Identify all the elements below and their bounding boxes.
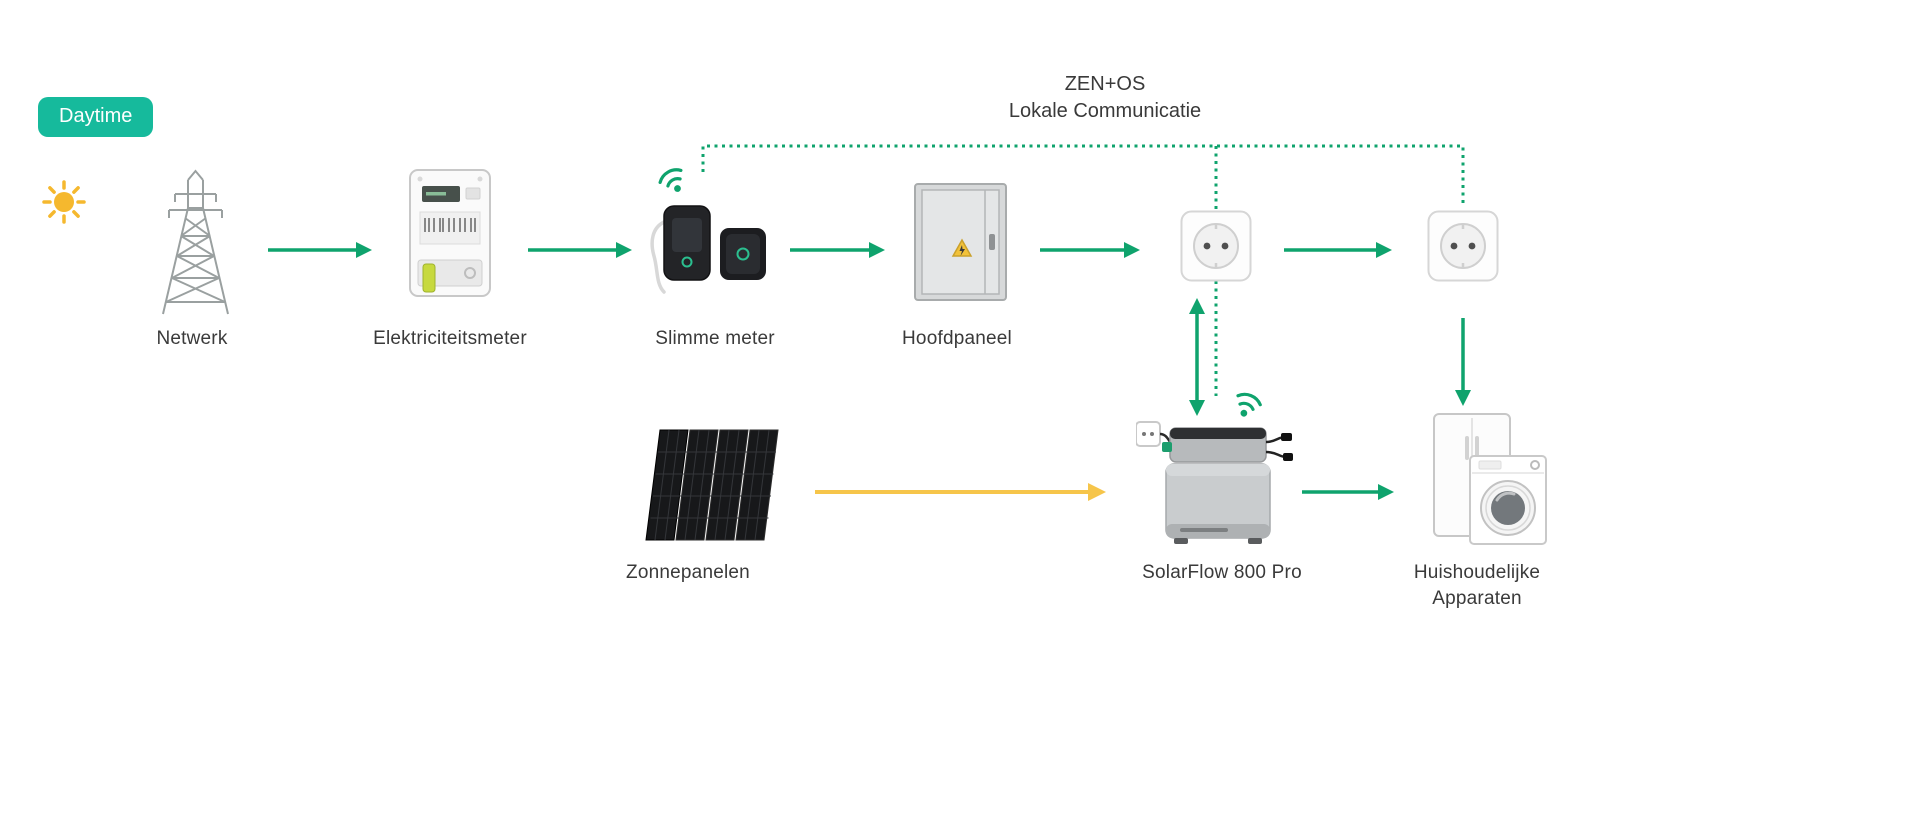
wall-outlet-2-icon [1427, 210, 1499, 282]
solarflow-label: SolarFlow 800 Pro [1142, 562, 1302, 583]
arrow-meter-to-slimme-meter [528, 242, 632, 258]
arrow-outlet2-to-appliances [1455, 318, 1471, 406]
solarflow-device-icon [1135, 412, 1294, 547]
apparaten-label-line2: Apparaten [1432, 588, 1522, 609]
arrow-hoofdpaneel-to-outlet1 [1040, 242, 1140, 258]
elektriciteitsmeter-label: Elektriciteitsmeter [373, 328, 527, 349]
netwerk-label: Netwerk [156, 328, 228, 349]
arrow-outlet1-solarflow-bidirectional [1189, 298, 1205, 416]
power-pylon-icon [133, 166, 258, 316]
sun-icon [40, 178, 88, 226]
wifi-icon-slimme-meter [646, 154, 698, 203]
apparaten-label: Huishoudelijke Apparaten [1377, 560, 1577, 612]
solar-panels-icon [642, 426, 792, 548]
zenos-title: ZEN+OS [1064, 73, 1146, 95]
zenos-header: ZEN+OS Lokale Communicatie [945, 71, 1265, 125]
daytime-badge-label: Daytime [59, 105, 133, 127]
arrow-solarflow-to-appliances [1302, 484, 1394, 500]
zenos-subtitle: Lokale Communicatie [1008, 100, 1202, 122]
electricity-meter-icon [408, 168, 492, 300]
apparaten-label-line1: Huishoudelijke [1413, 562, 1541, 583]
slimme-meter-label: Slimme meter [655, 328, 775, 349]
household-appliances-icon [1420, 412, 1548, 547]
arrow-outlet1-to-outlet2 [1284, 242, 1392, 258]
smart-meter-icon [648, 198, 770, 298]
arrow-zonnepanelen-to-solarflow [815, 483, 1106, 501]
wifi-icon-solarflow [1223, 380, 1273, 427]
arrow-slimme-meter-to-hoofdpaneel [790, 242, 885, 258]
zenos-communication-line [701, 144, 1465, 204]
hoofdpaneel-label: Hoofdpaneel [902, 328, 1012, 349]
zonnepanelen-label: Zonnepanelen [626, 562, 750, 583]
daytime-badge: Daytime [38, 97, 154, 137]
arrow-netwerk-to-meter [268, 242, 372, 258]
wall-outlet-1-icon [1180, 210, 1252, 282]
main-panel-icon [913, 182, 1008, 304]
